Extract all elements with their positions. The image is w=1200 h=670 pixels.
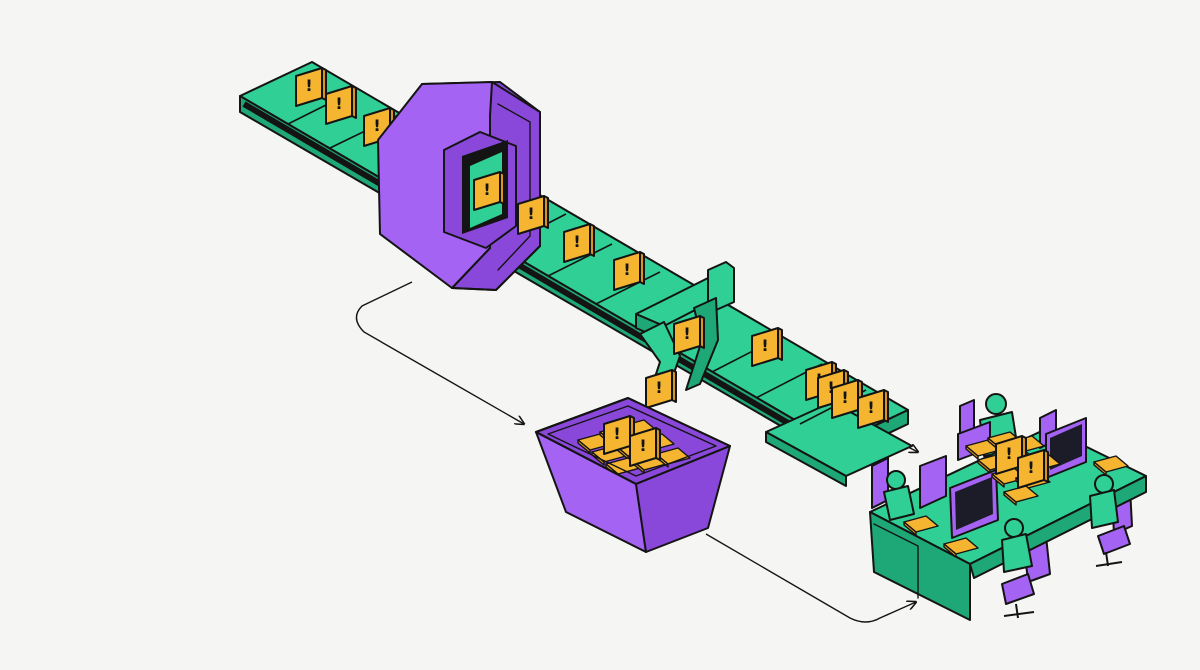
alert-card-icon <box>645 369 677 409</box>
robotic-gripper <box>635 261 735 409</box>
flow-arrow-to-bin <box>355 281 524 424</box>
analyst-desk <box>869 393 1147 621</box>
analyst-figures-seated <box>883 470 1119 573</box>
rejection-bin <box>535 397 731 553</box>
flow-arrow-bin-to-analysts <box>705 533 916 623</box>
filter-machine <box>377 81 541 291</box>
